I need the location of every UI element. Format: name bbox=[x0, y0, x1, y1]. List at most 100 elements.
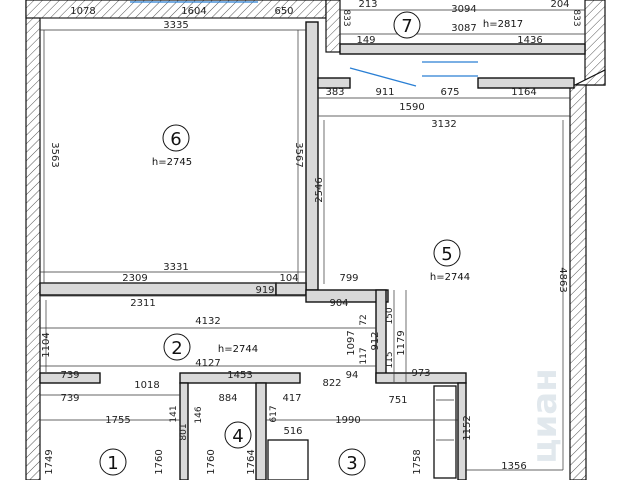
wall-r5-top-b bbox=[477, 77, 575, 89]
dim-label: 1755 bbox=[105, 415, 130, 426]
room-2: 2 h=2744 bbox=[163, 333, 258, 361]
dim-label: 94 bbox=[346, 370, 359, 381]
fixtures bbox=[267, 385, 457, 480]
wall-balcony-top bbox=[325, 0, 341, 53]
dim-label: 884 bbox=[218, 393, 237, 404]
dim-label: 1356 bbox=[501, 461, 526, 472]
wall-r5-top-a bbox=[317, 77, 351, 89]
dim-label: 1097 bbox=[346, 330, 357, 355]
dim-label: 617 bbox=[269, 405, 279, 422]
dim-label: 1453 bbox=[227, 370, 252, 381]
dim-label: 1164 bbox=[511, 87, 536, 98]
dim-label: 150 bbox=[385, 307, 395, 324]
room-6-badge bbox=[162, 124, 190, 152]
room-7-number: 7 bbox=[401, 16, 412, 37]
wall-bath-right bbox=[255, 382, 267, 480]
room-3-number: 3 bbox=[346, 453, 357, 474]
dim-label: 516 bbox=[283, 426, 302, 437]
wall-bath-left bbox=[179, 382, 189, 480]
watermark: циан bbox=[525, 368, 565, 463]
dim-label: 833 bbox=[571, 9, 581, 26]
room-1-badge bbox=[99, 448, 127, 476]
wall-corridor-bottom-a bbox=[39, 372, 101, 384]
dim-label: 1590 bbox=[399, 102, 424, 113]
dim-label: 3087 bbox=[451, 23, 476, 34]
windows bbox=[130, 1, 478, 87]
dim-label: 1604 bbox=[181, 6, 206, 17]
dim-label: 141 bbox=[169, 405, 179, 422]
room-1: 1 bbox=[99, 448, 127, 476]
room-3: 3 bbox=[338, 448, 366, 476]
dim-label: 912 bbox=[370, 331, 381, 350]
dim-label: 2311 bbox=[130, 298, 155, 309]
dim-label: 213 bbox=[358, 0, 377, 10]
dim-label: 3563 bbox=[49, 142, 60, 167]
dim-label: 383 bbox=[325, 87, 344, 98]
room-6-number: 6 bbox=[170, 129, 181, 150]
dim-label: 1104 bbox=[41, 332, 52, 357]
room-2-height: h=2744 bbox=[218, 344, 258, 355]
room-7-height: h=2817 bbox=[483, 19, 523, 30]
dim-label: 3331 bbox=[163, 262, 188, 273]
dim-label: 1990 bbox=[335, 415, 360, 426]
wall-r6-bottom-b bbox=[275, 282, 307, 296]
dim-label: 919 bbox=[255, 285, 274, 296]
dim-label: 104 bbox=[279, 273, 298, 284]
dim-label: 1760 bbox=[206, 449, 217, 474]
dim-label: 117 bbox=[359, 347, 369, 364]
dim-label: 751 bbox=[388, 395, 407, 406]
interior-walls bbox=[39, 21, 586, 480]
dim-label: 1078 bbox=[70, 6, 95, 17]
dim-label: 1760 bbox=[154, 449, 165, 474]
dim-label: 739 bbox=[60, 370, 79, 381]
room-6-height: h=2745 bbox=[152, 157, 192, 168]
dim-label: 650 bbox=[274, 6, 293, 17]
room-4: 4 bbox=[224, 421, 252, 449]
dim-label: 799 bbox=[339, 273, 358, 284]
dim-label: 822 bbox=[322, 378, 341, 389]
dim-label: 72 bbox=[359, 314, 369, 325]
dim-label: 1179 bbox=[396, 330, 407, 355]
room-7: 7 h=2817 bbox=[393, 11, 523, 39]
dim-label: 1749 bbox=[44, 449, 55, 474]
dim-label: 801 bbox=[179, 423, 189, 440]
room-4-number: 4 bbox=[232, 426, 243, 447]
dim-label: 4863 bbox=[557, 267, 568, 292]
room-6: 6 h=2745 bbox=[152, 124, 192, 168]
room-5-height: h=2744 bbox=[430, 272, 470, 283]
wall-corridor-bottom-b bbox=[179, 372, 301, 384]
dim-label: 2546 bbox=[314, 177, 325, 202]
kitchen-counter bbox=[433, 385, 457, 479]
dim-label: 675 bbox=[440, 87, 459, 98]
dim-label: 3132 bbox=[431, 119, 456, 130]
window-balcony-door bbox=[349, 67, 417, 87]
dim-label: 1758 bbox=[412, 449, 423, 474]
room-3-badge bbox=[338, 448, 366, 476]
room-7-badge bbox=[393, 11, 421, 39]
room-4-badge bbox=[224, 421, 252, 449]
dim-label: 2309 bbox=[122, 273, 147, 284]
dimension-lines bbox=[40, 9, 585, 471]
dimension-labels-vertical: 3563 3567 833 833 2546 4863 1104 1097 72… bbox=[41, 9, 581, 474]
dim-label: 3335 bbox=[163, 20, 188, 31]
wall-r6-right bbox=[305, 21, 319, 291]
dim-label: 115 bbox=[385, 351, 395, 368]
dim-label: 4127 bbox=[195, 358, 220, 369]
room-2-badge bbox=[163, 333, 191, 361]
room-5-badge bbox=[433, 239, 461, 267]
bathtub bbox=[267, 439, 309, 480]
room-5-number: 5 bbox=[441, 244, 452, 265]
room-2-number: 2 bbox=[171, 338, 182, 359]
dim-label: 3094 bbox=[451, 4, 476, 15]
dim-label: 1152 bbox=[462, 415, 473, 440]
dim-label: 904 bbox=[329, 298, 348, 309]
dim-label: 911 bbox=[375, 87, 394, 98]
dim-label: 1436 bbox=[517, 35, 542, 46]
wall-balcony-bottom bbox=[339, 43, 586, 55]
dim-label: 973 bbox=[411, 368, 430, 379]
dim-label: 4132 bbox=[195, 316, 220, 327]
dim-label: 739 bbox=[60, 393, 79, 404]
dim-label: 149 bbox=[356, 35, 375, 46]
wall-kitchen-right bbox=[457, 382, 467, 480]
